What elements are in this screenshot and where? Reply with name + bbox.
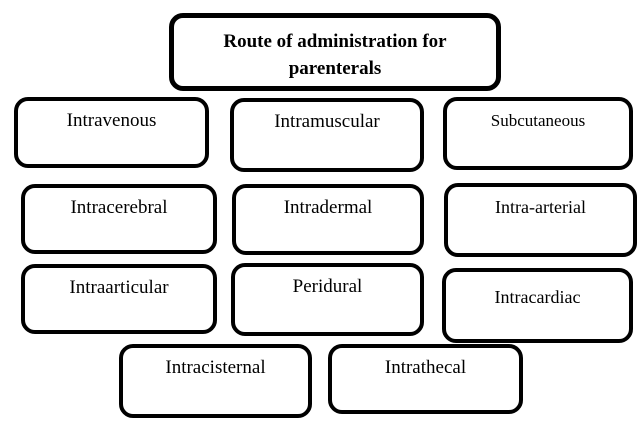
node-intracardiac: Intracardiac	[442, 268, 633, 343]
node-intraarticular-label: Intraarticular	[69, 277, 169, 298]
node-intramuscular: Intramuscular	[230, 98, 424, 172]
node-intracisternal-label: Intracisternal	[165, 357, 266, 378]
node-intrathecal-label: Intrathecal	[384, 357, 467, 378]
node-subcutaneous: Subcutaneous	[443, 97, 633, 170]
node-peridural-label: Peridural	[292, 276, 363, 297]
node-intraarticular: Intraarticular	[21, 264, 217, 334]
node-intramuscular-label: Intramuscular	[274, 111, 380, 132]
node-intracisternal: Intracisternal	[119, 344, 312, 418]
node-intracerebral: Intracerebral	[21, 184, 217, 254]
title-box: Route of administration for parenterals	[169, 13, 501, 91]
node-peridural: Peridural	[231, 263, 424, 336]
title-text: Route of administration for parenterals	[223, 31, 447, 79]
node-intradermal: Intradermal	[232, 184, 424, 255]
node-intra-arterial: Intra-arterial	[444, 183, 637, 257]
node-intravenous: Intravenous	[14, 97, 209, 168]
node-subcutaneous-label: Subcutaneous	[490, 111, 586, 130]
node-intravenous-label: Intravenous	[66, 110, 157, 131]
node-intrathecal: Intrathecal	[328, 344, 523, 414]
node-intracardiac-label: Intracardiac	[494, 287, 581, 307]
node-intra-arterial-label: Intra-arterial	[495, 197, 586, 217]
node-intracerebral-label: Intracerebral	[70, 197, 168, 218]
node-intradermal-label: Intradermal	[283, 197, 373, 218]
